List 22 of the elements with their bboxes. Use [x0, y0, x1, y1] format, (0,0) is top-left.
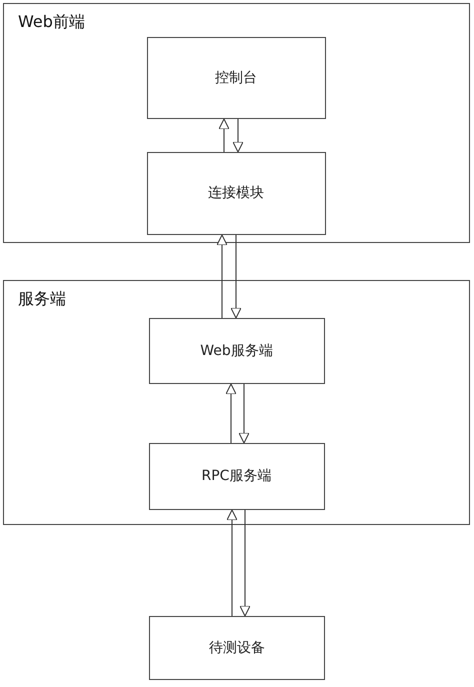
group-container: [3, 280, 470, 525]
box-label: RPC服务端: [202, 467, 272, 485]
group-container: [3, 3, 470, 243]
process-box: [148, 442, 324, 510]
arrow: [232, 118, 244, 152]
group-title: 服务端: [18, 289, 66, 310]
arrow: [216, 234, 228, 318]
arrow: [218, 118, 230, 152]
box-label: 待测设备: [209, 639, 265, 657]
group-title: Web前端: [18, 12, 85, 33]
arrow: [238, 384, 250, 444]
process-box: [148, 318, 324, 384]
arrow: [226, 510, 238, 616]
box-label: 控制台: [215, 68, 257, 86]
box-label: 连接模块: [208, 184, 264, 202]
process-box: [149, 616, 325, 680]
process-box: [146, 36, 326, 118]
box-label: Web服务端: [200, 342, 273, 360]
arrow: [240, 510, 250, 616]
arrow: [226, 384, 236, 444]
process-box: [146, 152, 326, 234]
arrow: [230, 234, 242, 318]
